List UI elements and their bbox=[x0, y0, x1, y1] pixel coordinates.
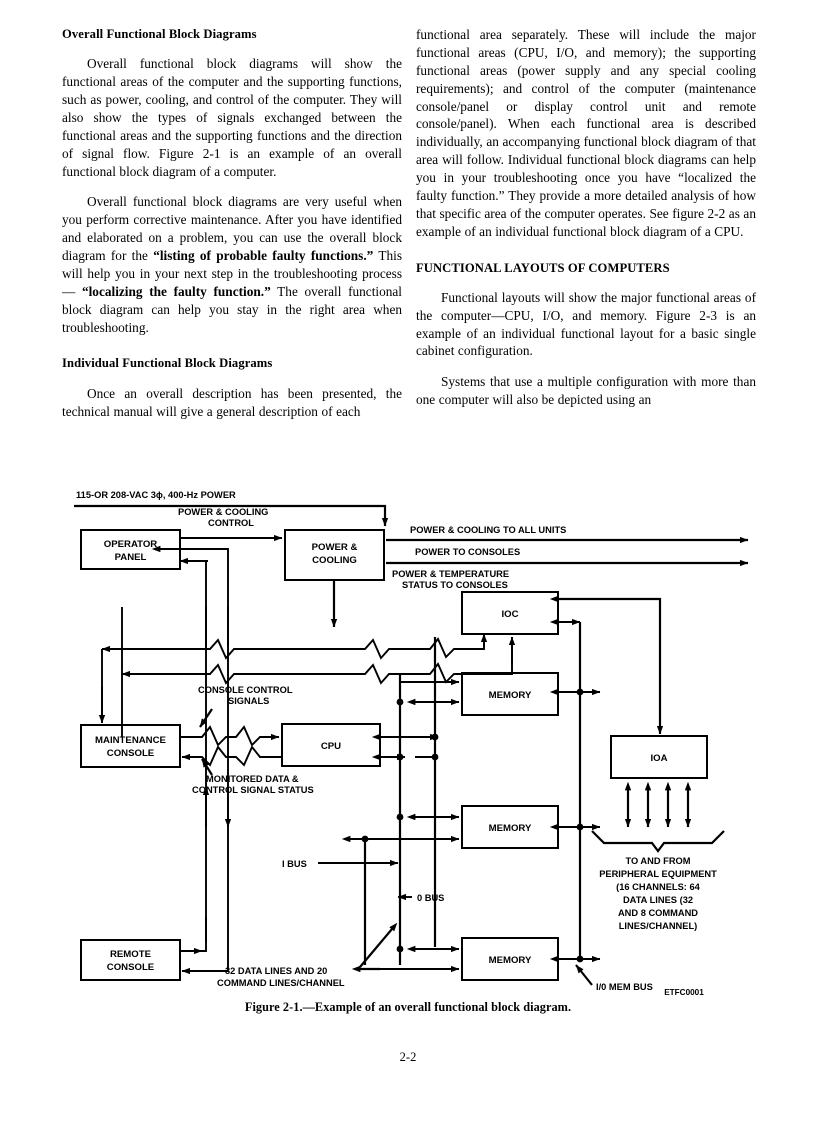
block-power-cooling-label-1: POWER & bbox=[312, 542, 358, 553]
paragraph-functional-layouts: Functional layouts will show the major f… bbox=[416, 289, 756, 359]
block-memory-2 bbox=[461, 805, 559, 849]
rail-console-lower bbox=[122, 662, 513, 685]
label-io-mem-bus: I/0 MEM BUS bbox=[596, 982, 653, 992]
block-memory-2-label: MEMORY bbox=[489, 823, 532, 834]
paragraph-overall-useful: Overall functional block diagrams are ve… bbox=[62, 193, 402, 336]
paragraph-individual-intro: Once an overall description has been pre… bbox=[62, 385, 402, 419]
label-data-lines-2: COMMAND LINES/CHANNEL bbox=[217, 978, 345, 988]
block-memory-3-label: MEMORY bbox=[489, 955, 532, 966]
pointer-io-mem-bus bbox=[575, 964, 593, 986]
label-peripheral-5: AND 8 COMMAND bbox=[618, 908, 698, 918]
label-power-cooling-control-1: POWER & COOLING bbox=[178, 507, 268, 517]
pointer-data-lines-b bbox=[359, 922, 398, 968]
label-peripheral-1: TO AND FROM bbox=[625, 856, 690, 866]
figure-id-tag: ETFC0001 bbox=[664, 988, 704, 997]
block-remote-console-label-1: REMOTE bbox=[110, 949, 152, 960]
block-maintenance-console-label-1: MAINTENANCE bbox=[95, 735, 166, 746]
block-memory-3 bbox=[461, 937, 559, 981]
label-power-cooling-all-units: POWER & COOLING TO ALL UNITS bbox=[410, 525, 566, 535]
junction-dot bbox=[396, 753, 404, 761]
label-data-lines-1: 32 DATA LINES AND 20 bbox=[225, 966, 327, 976]
label-peripheral-6: LINES/CHANNEL) bbox=[619, 921, 698, 931]
page-number: 2-2 bbox=[399, 1050, 417, 1064]
block-remote-console-label-2: CONSOLE bbox=[107, 962, 155, 973]
heading-individual-functional-block-diagrams: Individual Functional Block Diagrams bbox=[62, 356, 273, 371]
block-memory-1 bbox=[461, 672, 559, 716]
paragraph-overall-intro: Overall functional block diagrams will s… bbox=[62, 56, 402, 179]
rail-console-upper bbox=[102, 637, 485, 660]
label-i-bus: I BUS bbox=[282, 859, 307, 869]
text-run: The overall functional block diagram can… bbox=[62, 283, 402, 335]
figure-2-1-block-diagram: 115-OR 208-VAC 3ϕ, 400-Hz POWER OPERATOR… bbox=[60, 487, 760, 1007]
junction-dot bbox=[576, 955, 584, 963]
block-maintenance-console bbox=[80, 724, 181, 768]
heading-functional-layouts-of-computers: FUNCTIONAL LAYOUTS OF COMPUTERS bbox=[416, 260, 670, 275]
label-power-temp-status-1: POWER & TEMPERATURE bbox=[392, 569, 509, 579]
label-monitored-data-2: CONTROL SIGNAL STATUS bbox=[192, 785, 314, 795]
emphasis-localizing-the-faulty-function: “localizing the faulty function.” bbox=[81, 283, 271, 299]
line-remote-out bbox=[180, 917, 207, 952]
figure-caption: Figure 2-1.—Example of an overall functi… bbox=[244, 1000, 572, 1014]
pointer-monitored-data bbox=[201, 758, 213, 776]
block-operator-panel-label-1: OPERATOR bbox=[104, 539, 158, 550]
paragraph-functional-area-continued: functional area separately. These will i… bbox=[416, 27, 756, 239]
line-maint-to-cpu bbox=[180, 725, 280, 747]
label-peripheral-3: (16 CHANNELS: 64 bbox=[616, 882, 701, 892]
line-oppanel-down-b bbox=[180, 548, 229, 677]
brace-peripheral-equipment bbox=[591, 830, 725, 853]
junction-dot bbox=[396, 698, 404, 706]
block-ioa bbox=[610, 735, 708, 779]
block-maintenance-console-label-2: CONSOLE bbox=[107, 748, 155, 759]
label-monitored-data-1: MONITORED DATA & bbox=[206, 774, 299, 784]
block-memory-1-label: MEMORY bbox=[489, 690, 532, 701]
text-run: This will help you in your next step in … bbox=[62, 248, 402, 299]
line-into-oppanel-low bbox=[182, 560, 207, 677]
emphasis-listing-probable-faulty-functions: “listing of probable faulty functions.” bbox=[153, 248, 374, 264]
line-remote-in bbox=[181, 917, 229, 975]
block-remote-console bbox=[80, 939, 181, 981]
label-mains-power: 115-OR 208-VAC 3ϕ, 400-Hz POWER bbox=[76, 490, 236, 500]
label-o-bus: 0 BUS bbox=[417, 893, 444, 903]
label-power-temp-status-2: STATUS TO CONSOLES bbox=[402, 580, 508, 590]
label-console-control-1: CONSOLE CONTROL bbox=[198, 685, 293, 695]
heading-overall-functional-block-diagrams: Overall Functional Block Diagrams bbox=[62, 27, 257, 41]
label-peripheral-4: DATA LINES (32 bbox=[623, 895, 693, 905]
block-ioc-label: IOC bbox=[501, 609, 518, 620]
label-console-control-2: SIGNALS bbox=[228, 696, 269, 706]
block-operator-panel-label-2: PANEL bbox=[115, 552, 147, 563]
junction-dot bbox=[576, 688, 584, 696]
block-ioc bbox=[461, 591, 559, 635]
label-power-cooling-control-2: CONTROL bbox=[208, 518, 254, 528]
line-cpu-to-maint bbox=[181, 745, 282, 767]
block-cpu bbox=[281, 723, 381, 767]
block-ioa-label: IOA bbox=[650, 753, 667, 764]
line-mains-to-power-cooling bbox=[74, 504, 389, 527]
block-cpu-label: CPU bbox=[321, 741, 341, 752]
junction-dot bbox=[396, 813, 404, 821]
line-ioa-to-ioc bbox=[549, 595, 664, 735]
junction-dot bbox=[431, 733, 439, 741]
paragraph-multiple-configuration: Systems that use a multiple configuratio… bbox=[416, 374, 756, 408]
junction-dot bbox=[396, 945, 404, 953]
text-run: Overall functional block diagrams are ve… bbox=[62, 194, 402, 264]
right-text-column: functional area separately. These will i… bbox=[416, 26, 756, 409]
block-power-cooling-label-2: COOLING bbox=[312, 555, 357, 566]
label-peripheral-2: PERIPHERAL EQUIPMENT bbox=[599, 869, 717, 879]
label-power-to-consoles: POWER TO CONSOLES bbox=[415, 547, 520, 557]
left-text-column: Overall Functional Block Diagrams Overal… bbox=[62, 26, 402, 421]
